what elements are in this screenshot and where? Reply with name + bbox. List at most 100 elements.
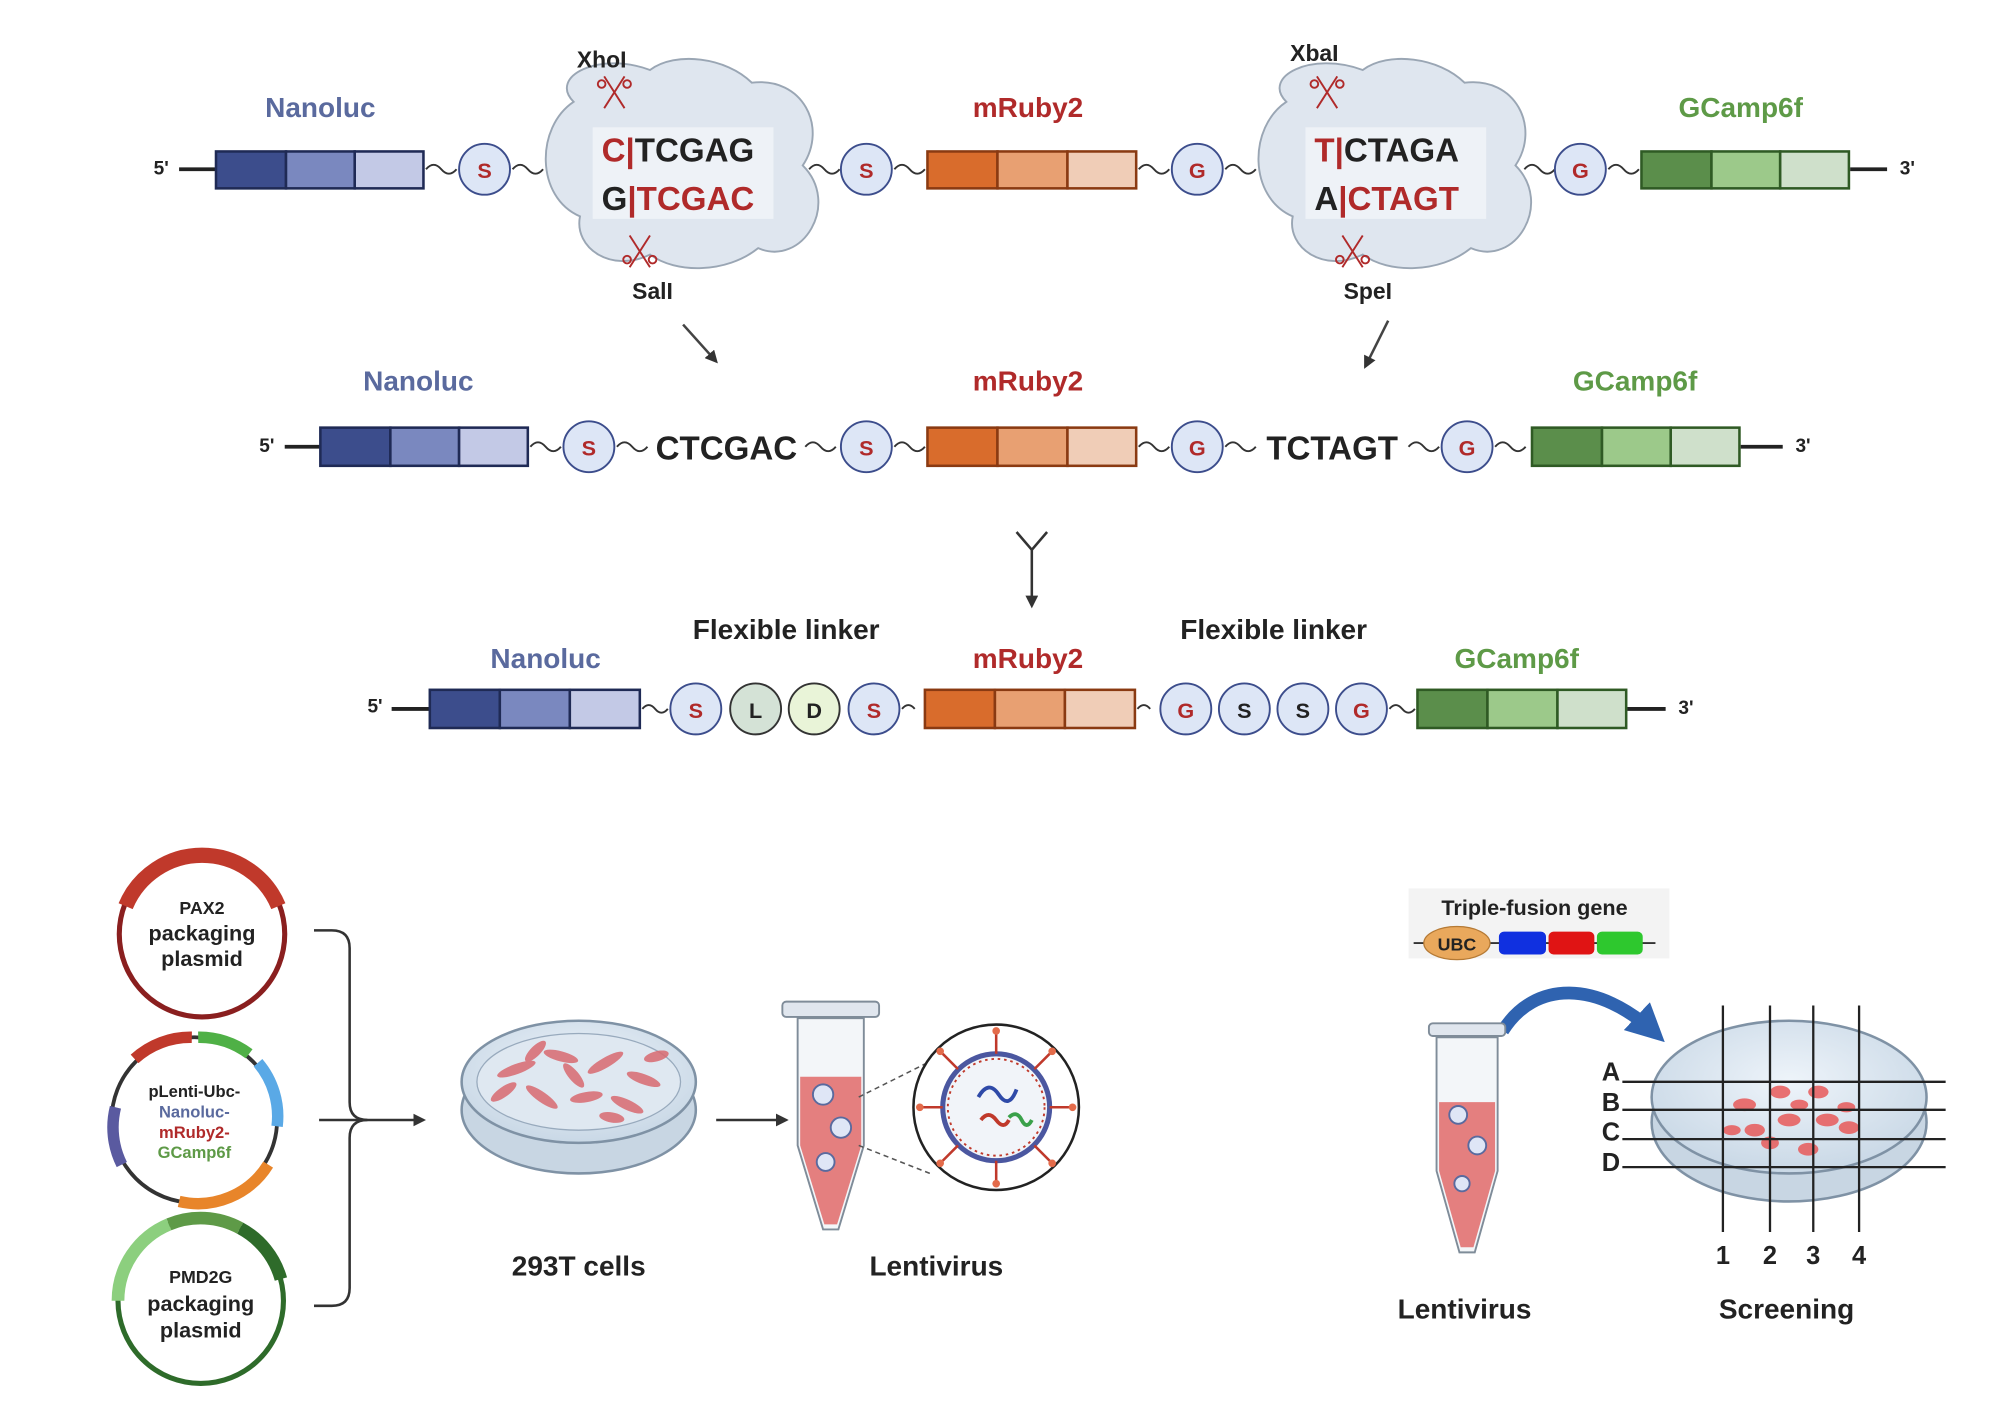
svg-text:3': 3' xyxy=(1678,698,1693,719)
svg-text:S: S xyxy=(859,436,873,461)
spei-bottom-red: CTAGT xyxy=(1348,181,1459,218)
row-label-a: A xyxy=(1602,1059,1620,1087)
row3-gcamp-label: GCamp6f xyxy=(1454,643,1579,674)
svg-text:S: S xyxy=(1296,698,1310,723)
svg-text:S: S xyxy=(1237,698,1251,723)
svg-text:UBC: UBC xyxy=(1438,935,1477,955)
scissors-icon xyxy=(596,75,632,109)
flex-linker-2-residues: G S S G xyxy=(1159,682,1388,736)
row1-nanoluc-label: Nanoluc xyxy=(265,92,375,123)
svg-text:G|TCGAC: G|TCGAC xyxy=(602,181,755,218)
col-label-3: 3 xyxy=(1806,1242,1820,1270)
cells-label: 293T cells xyxy=(512,1250,646,1281)
row2-nanoluc-block xyxy=(319,426,530,468)
sali-bottom-black: G xyxy=(602,181,628,218)
row2-five-prime: 5' xyxy=(259,436,274,457)
xhoi-top-black: TCGAG xyxy=(635,133,754,170)
svg-text:pLenti-Ubc-: pLenti-Ubc- xyxy=(148,1082,240,1101)
row3-nanoluc-label: Nanoluc xyxy=(490,643,600,674)
svg-text:A|CTAGT: A|CTAGT xyxy=(1314,181,1459,218)
row-label-b: B xyxy=(1602,1089,1620,1117)
scissors-icon xyxy=(1335,234,1371,268)
triple-fusion-gene: Triple-fusion gene UBC xyxy=(1408,888,1670,961)
flexible-linker-2: Flexible linker xyxy=(1180,614,1367,645)
svg-text:D: D xyxy=(806,698,822,723)
merge-bracket xyxy=(313,929,368,1308)
row1-linker-g1: G xyxy=(1170,142,1224,196)
sali-bottom-red: TCGAC xyxy=(637,181,755,218)
row1-nanoluc-block xyxy=(214,150,425,190)
lentivirus-tube-2 xyxy=(1427,1022,1507,1254)
xhoi-top-red: C xyxy=(602,133,626,170)
svg-text:G: G xyxy=(1353,698,1370,723)
svg-text:GCamp6f: GCamp6f xyxy=(158,1143,232,1162)
svg-text:G: G xyxy=(1572,158,1589,183)
col-label-2: 2 xyxy=(1763,1242,1777,1270)
row1-construct: 5' Nanoluc S C|TCGAG G|TCGAC XhoI SalI xyxy=(154,40,1915,304)
spei-label: SpeI xyxy=(1344,278,1392,304)
svg-text:L: L xyxy=(749,698,762,723)
lentivirus-label: Lentivirus xyxy=(869,1250,1003,1281)
row2-gcamp-block xyxy=(1530,426,1741,468)
row-label-d: D xyxy=(1602,1149,1620,1177)
svg-text:plasmid: plasmid xyxy=(161,946,243,971)
svg-text:mRuby2-: mRuby2- xyxy=(159,1123,230,1142)
svg-text:S: S xyxy=(689,698,703,723)
svg-text:S: S xyxy=(859,158,873,183)
row1-linker-g2: G xyxy=(1553,142,1607,196)
svg-text:T|CTAGA: T|CTAGA xyxy=(1314,133,1459,170)
xbai-spei-site: T|CTAGA A|CTAGT XbaI SpeI xyxy=(1257,40,1533,304)
row1-mruby-block xyxy=(926,150,1138,190)
plenti-plasmid: pLenti-Ubc- Nanoluc- mRuby2- GCamp6f xyxy=(107,1031,284,1210)
row1-gcamp-label: GCamp6f xyxy=(1678,92,1803,123)
svg-text:Nanoluc-: Nanoluc- xyxy=(159,1102,230,1121)
svg-text:Triple-fusion gene: Triple-fusion gene xyxy=(1441,895,1627,920)
row2-linker-s2: S xyxy=(839,420,893,474)
col-label-1: 1 xyxy=(1716,1242,1730,1270)
row3-mruby-block xyxy=(923,688,1137,730)
svg-text:G: G xyxy=(1189,158,1206,183)
transfer-arrow xyxy=(1497,986,1665,1043)
xhoi-label: XhoI xyxy=(577,46,627,72)
sali-label: SalI xyxy=(632,278,673,304)
lentivirus-label-2: Lentivirus xyxy=(1398,1294,1532,1325)
svg-text:plasmid: plasmid xyxy=(160,1318,242,1343)
xhoi-sali-site: C|TCGAG G|TCGAC XhoI SalI xyxy=(544,46,820,304)
flexible-linker-1: Flexible linker xyxy=(693,614,880,645)
row3-gcamp-block xyxy=(1416,688,1628,730)
row3-construct: 5' Nanoluc Flexible linker S L D S mRuby… xyxy=(367,614,1694,736)
scar-tctagt: TCTAGT xyxy=(1266,430,1398,467)
row1-mruby-label: mRuby2 xyxy=(973,92,1083,123)
svg-text:5': 5' xyxy=(367,697,382,718)
svg-text:G: G xyxy=(1459,436,1476,461)
spei-bottom-black: A xyxy=(1314,181,1338,218)
svg-text:C|TCGAG: C|TCGAG xyxy=(602,133,755,170)
row2-nanoluc-label: Nanoluc xyxy=(363,366,473,397)
svg-text:G: G xyxy=(1189,436,1206,461)
row2-three-prime: 3' xyxy=(1795,436,1810,457)
svg-text:packaging: packaging xyxy=(147,1291,254,1316)
flex-linker-1-residues: S L D S xyxy=(669,682,901,736)
scissors-icon xyxy=(1309,75,1345,109)
row2-linker-g2: G xyxy=(1440,420,1494,474)
petri-dish-293t xyxy=(460,1019,698,1175)
row2-linker-g1: G xyxy=(1170,420,1224,474)
svg-text:S: S xyxy=(477,158,491,183)
row3-nanoluc-block xyxy=(428,688,642,730)
svg-text:S: S xyxy=(582,436,596,461)
row2-gcamp-label: GCamp6f xyxy=(1573,366,1698,397)
xbai-label: XbaI xyxy=(1290,40,1338,66)
scar-ctcgac: CTCGAC xyxy=(656,430,798,467)
svg-text:PMD2G: PMD2G xyxy=(169,1267,232,1287)
row2-mruby-label: mRuby2 xyxy=(973,366,1083,397)
col-label-4: 4 xyxy=(1852,1242,1867,1270)
scissors-icon xyxy=(622,234,658,268)
row2-construct: 5' Nanoluc S CTCGAC S mRuby2 G xyxy=(259,366,1811,474)
svg-text:PAX2: PAX2 xyxy=(179,898,224,918)
svg-text:S: S xyxy=(867,698,881,723)
row1-linker-s1: S xyxy=(458,142,511,196)
row1-gcamp-block xyxy=(1640,150,1851,190)
pax2-plasmid: PAX2 packaging plasmid xyxy=(116,847,288,1020)
pmd2g-plasmid: PMD2G packaging plasmid xyxy=(111,1211,288,1386)
